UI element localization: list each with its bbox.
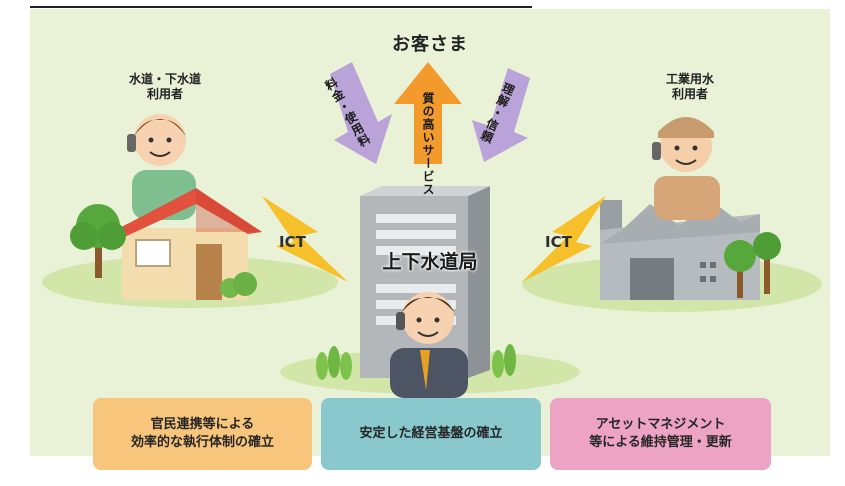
- factory-icon: [600, 200, 760, 300]
- tree-icon: [70, 204, 257, 298]
- goal-box-partnership-line1: 官民連携等による: [150, 416, 255, 432]
- top-rule: [30, 6, 532, 8]
- arrow-label-service: 質の高いサービス: [421, 92, 435, 196]
- arrow-up-center: [394, 62, 462, 164]
- water-user-label-line1: 水道・下水道: [128, 72, 201, 86]
- arrow-down-right: [472, 68, 530, 162]
- goal-box-finance: 安定した経営基盤の確立: [321, 398, 541, 470]
- water-user-label-line2: 利用者: [146, 87, 183, 101]
- tree-icon: [724, 232, 781, 298]
- industrial-user-label: 工業用水 利用者: [635, 72, 745, 102]
- lightning-icon: [262, 196, 348, 282]
- water-user-label: 水道・下水道 利用者: [110, 72, 220, 102]
- arrow-down-left: [330, 62, 392, 164]
- industrial-user-label-line1: 工業用水: [665, 72, 714, 86]
- lightning-icon: [522, 196, 606, 282]
- goal-box-asset-management: アセットマネジメント 等による維持管理・更新: [550, 398, 771, 470]
- goal-box-partnership: 官民連携等による 効率的な執行体制の確立: [93, 398, 312, 470]
- goal-box-asset-line2: 等による維持管理・更新: [589, 435, 732, 450]
- ict-label-right: ICT: [545, 233, 572, 251]
- industrial-user-label-line2: 利用者: [671, 87, 708, 101]
- diagram-title: お客さま: [392, 34, 468, 55]
- shrub-decoration: [316, 344, 516, 380]
- person-icon: [390, 292, 468, 398]
- person-icon: [652, 117, 720, 220]
- goal-box-finance-text: 安定した経営基盤の確立: [359, 425, 503, 441]
- bureau-label: 上下水道局: [382, 251, 478, 273]
- building-icon: [360, 186, 490, 378]
- goal-box-asset-line1: アセットマネジメント: [595, 416, 726, 432]
- goal-box-partnership-line2: 効率的な執行体制の確立: [130, 435, 274, 450]
- ict-label-left: ICT: [279, 233, 306, 251]
